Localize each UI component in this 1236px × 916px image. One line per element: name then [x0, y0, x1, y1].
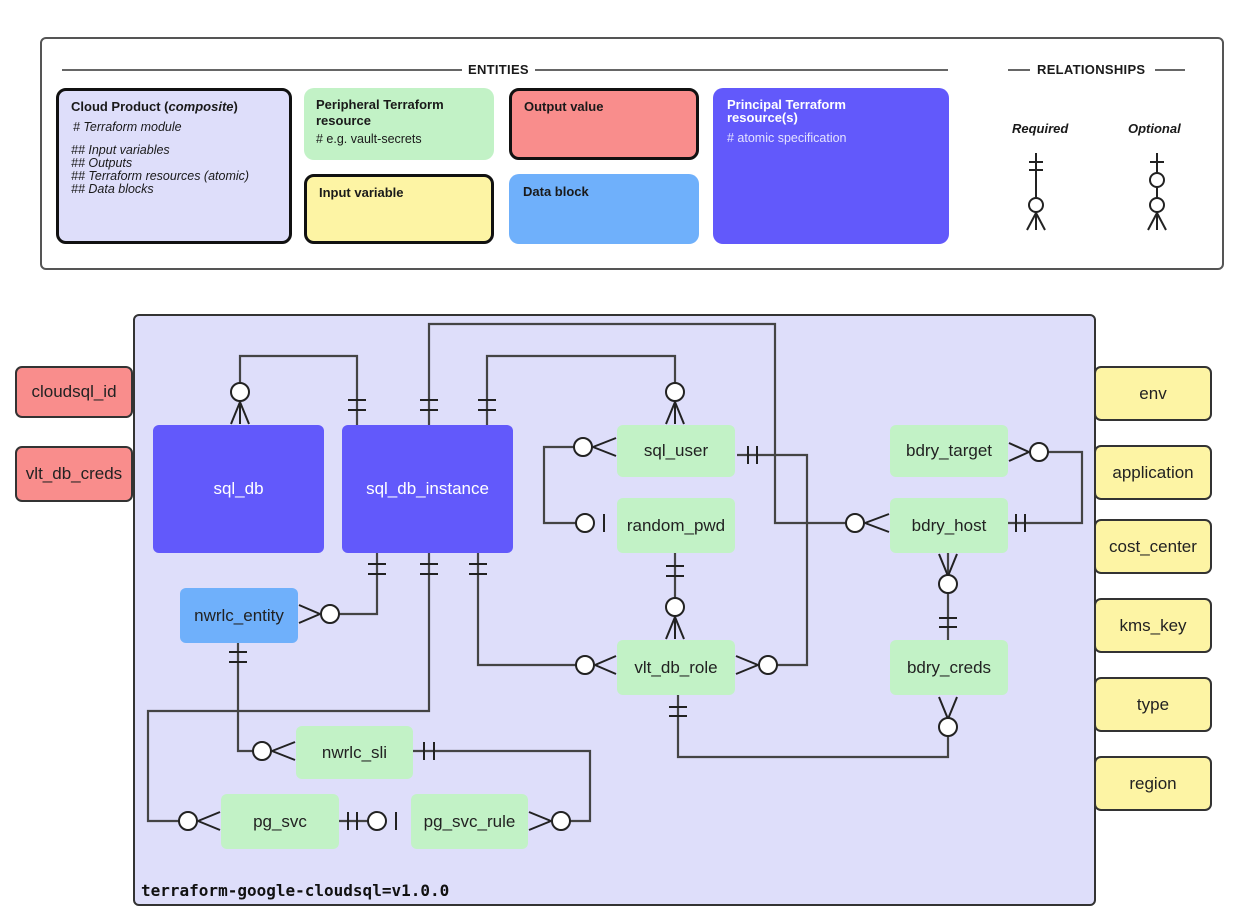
marker-nwrlc-entity-bottom — [229, 651, 247, 663]
legend-optional-label: Optional — [1128, 121, 1181, 136]
marker-instance-bottom-2 — [420, 563, 438, 575]
legend-cloud-product-line1: # Terraform module — [73, 120, 182, 134]
marker-nwrlc-sli-left — [252, 741, 296, 761]
entity-sql-user[interactable]: sql_user — [617, 425, 735, 477]
entity-pg-svc[interactable]: pg_svc — [221, 794, 339, 849]
optional-relationship-glyph — [1147, 153, 1167, 231]
entity-bdry-target[interactable]: bdry_target — [890, 425, 1008, 477]
legend-cloud-product-line2: ## Input variables — [71, 143, 170, 157]
marker-nwrlc-sli-right — [423, 742, 435, 760]
legend-principal: Principal Terraform resource(s) # atomic… — [713, 88, 949, 244]
marker-pg-svc-right — [347, 811, 397, 831]
relationships-heading: RELATIONSHIPS — [1031, 62, 1152, 77]
entity-vlt-db-role[interactable]: vlt_db_role — [617, 640, 735, 695]
legend-principal-title: Principal Terraform resource(s) — [727, 97, 846, 125]
marker-instance-top-3 — [478, 399, 496, 411]
marker-bdry-host-right — [1015, 514, 1026, 532]
legend-output-value-title: Output value — [524, 99, 604, 114]
marker-nwrlc-entity-right — [298, 604, 340, 624]
marker-instance-bottom-1 — [368, 563, 386, 575]
marker-random-pwd-left — [575, 513, 605, 533]
marker-sql-db-top — [230, 382, 250, 425]
legend-required-label: Required — [1012, 121, 1069, 136]
marker-random-pwd-bottom — [666, 565, 684, 577]
marker-pg-svc-rule-right — [528, 811, 571, 831]
entity-sql-db[interactable]: sql_db — [153, 425, 324, 553]
marker-instance-top-1 — [348, 399, 366, 411]
marker-instance-top-2 — [420, 399, 438, 411]
entity-sql-db-instance[interactable]: sql_db_instance — [342, 425, 513, 553]
marker-sql-user-left — [573, 437, 617, 457]
input-application[interactable]: application — [1094, 445, 1212, 500]
entity-bdry-host[interactable]: bdry_host — [890, 498, 1008, 553]
entity-nwrlc-sli[interactable]: nwrlc_sli — [296, 726, 413, 779]
marker-vlt-db-role-right — [735, 655, 778, 675]
output-vlt-db-creds[interactable]: vlt_db_creds — [15, 446, 133, 502]
entity-random-pwd[interactable]: random_pwd — [617, 498, 735, 553]
marker-bdry-host-bottom — [938, 553, 958, 594]
input-cost-center[interactable]: cost_center — [1094, 519, 1212, 574]
entities-heading: ENTITIES — [462, 62, 535, 77]
legend-data-block-title: Data block — [523, 184, 589, 199]
legend-input-variable: Input variable — [304, 174, 494, 244]
legend-input-variable-title: Input variable — [319, 185, 404, 200]
marker-vlt-db-role-bottom — [669, 706, 687, 717]
marker-bdry-host-left — [845, 513, 890, 533]
input-env[interactable]: env — [1094, 366, 1212, 421]
legend-cloud-product: Cloud Product (composite) # Terraform mo… — [56, 88, 292, 244]
legend-cloud-product-line5: ## Data blocks — [71, 182, 154, 196]
legend-peripheral-title: Peripheral Terraform resource — [316, 97, 444, 128]
marker-pg-svc-left — [178, 811, 221, 831]
required-relationship-glyph — [1026, 153, 1046, 231]
legend-cloud-product-line4: ## Terraform resources (atomic) — [71, 169, 250, 183]
legend-principal-note: # atomic specification — [727, 131, 847, 145]
entity-nwrlc-entity[interactable]: nwrlc_entity — [180, 588, 298, 643]
module-label: terraform-google-cloudsql=v1.0.0 — [141, 881, 450, 900]
legend-cloud-product-title: Cloud Product (composite) — [71, 99, 238, 114]
marker-sql-user-right — [747, 446, 758, 464]
legend-output-value: Output value — [509, 88, 699, 160]
marker-bdry-creds-top — [939, 617, 957, 628]
marker-sql-user-top — [665, 382, 685, 425]
legend-cloud-product-line3: ## Outputs — [71, 156, 133, 170]
marker-vlt-db-role-top — [665, 597, 685, 640]
input-region[interactable]: region — [1094, 756, 1212, 811]
legend-data-block: Data block — [509, 174, 699, 244]
output-cloudsql-id[interactable]: cloudsql_id — [15, 366, 133, 418]
legend-peripheral: Peripheral Terraform resource # e.g. vau… — [304, 88, 494, 160]
legend-peripheral-note: # e.g. vault-secrets — [316, 132, 422, 146]
input-type[interactable]: type — [1094, 677, 1212, 732]
entity-pg-svc-rule[interactable]: pg_svc_rule — [411, 794, 528, 849]
marker-bdry-creds-bottom — [938, 696, 958, 737]
input-kms-key[interactable]: kms_key — [1094, 598, 1212, 653]
marker-vlt-db-role-left — [575, 655, 617, 675]
entity-bdry-creds[interactable]: bdry_creds — [890, 640, 1008, 695]
marker-instance-bottom-3 — [469, 563, 487, 575]
marker-bdry-target-right — [1008, 442, 1049, 462]
